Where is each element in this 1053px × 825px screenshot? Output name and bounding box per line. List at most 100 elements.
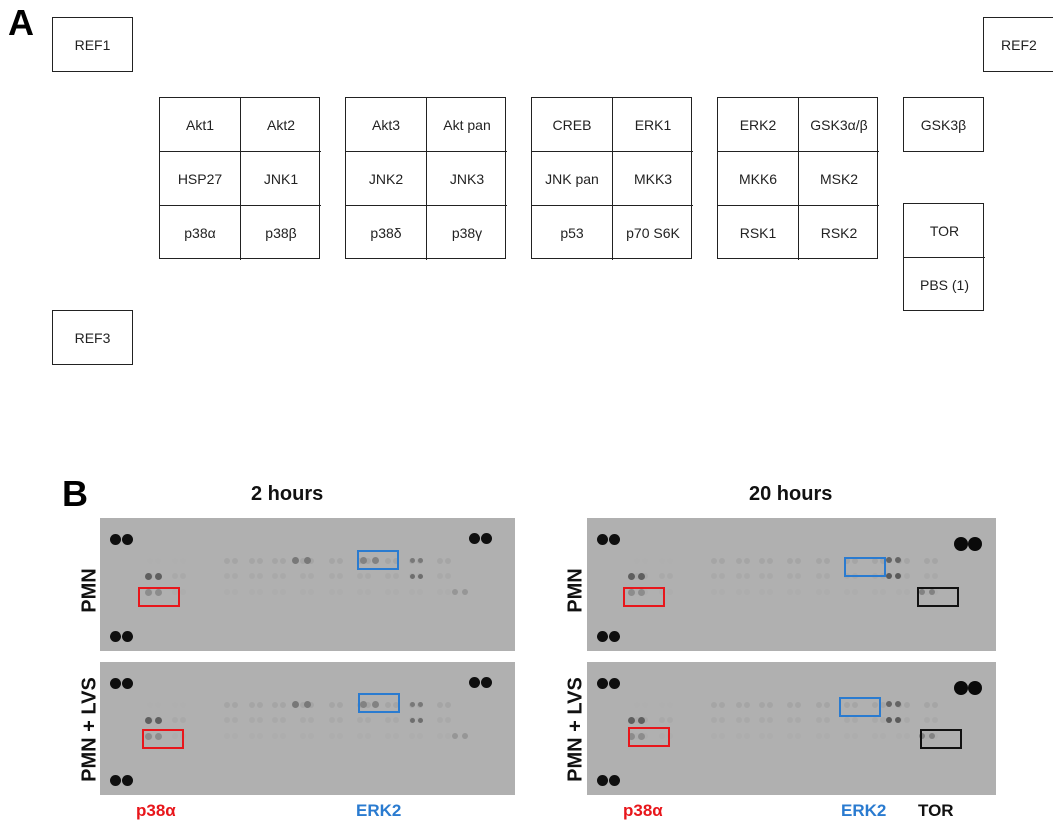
blot-spot [393, 733, 399, 739]
blot-spot [480, 532, 492, 544]
blot-spot [121, 533, 133, 545]
blot-spot [329, 589, 335, 595]
blot-spot [365, 717, 371, 723]
blot-spot [393, 589, 399, 595]
blot-spot [904, 702, 910, 708]
blot-spot [308, 733, 314, 739]
blot-spot [924, 589, 930, 595]
panel-a-letter: A [8, 2, 34, 43]
blot-spot [337, 558, 343, 564]
blot-spot [462, 733, 468, 739]
blot-spot [257, 717, 263, 723]
blot-spot [280, 558, 286, 564]
blot-spot [795, 589, 801, 595]
blot-spot [172, 573, 178, 579]
cell-akt3: Akt3 [346, 98, 427, 152]
blot-spot [932, 558, 938, 564]
blot-spot [365, 573, 371, 579]
blot-spot [224, 733, 230, 739]
blot-spot [409, 557, 415, 563]
blot-spot [634, 589, 640, 595]
blot-spot [608, 533, 620, 545]
blot-spot [667, 558, 673, 564]
blot-spot [824, 558, 830, 564]
blot-spot [596, 630, 608, 642]
blot-spot [895, 557, 901, 563]
blot-spot [291, 700, 299, 708]
blot-spot [904, 589, 910, 595]
blot-spot [904, 733, 910, 739]
blot-spot [308, 717, 314, 723]
blot-spot [180, 573, 186, 579]
blot-spot [232, 717, 238, 723]
blot-spot [445, 589, 451, 595]
blot-spot [886, 573, 892, 579]
blot-spot [417, 717, 423, 723]
blot-spot [180, 589, 186, 595]
blot-spot [365, 558, 371, 564]
label-p38a-left: p38α [136, 801, 176, 820]
blot-spot [767, 558, 773, 564]
blot-spot [232, 558, 238, 564]
blot-spot [445, 717, 451, 723]
blot-spot [249, 717, 255, 723]
cell-p38-gamma: p38γ [451, 225, 483, 241]
blot-spot [337, 573, 343, 579]
blot-spot [272, 589, 278, 595]
blot-spot [445, 573, 451, 579]
blot-spot [249, 702, 255, 708]
blot-spot [337, 717, 343, 723]
blot-spot [954, 681, 968, 695]
label-erk2-right: ERK2 [841, 801, 887, 820]
blot-spot [954, 537, 968, 551]
blot-spot [627, 732, 635, 740]
blot-spot [257, 573, 263, 579]
blot-spot [880, 558, 886, 564]
blot-spot [329, 702, 335, 708]
highlight-tor-20h-pmn-lvs [920, 729, 962, 749]
cell-akt-pan: Akt pan [427, 98, 507, 152]
cell-jnk2: JNK2 [346, 152, 427, 206]
blot-spot [759, 589, 765, 595]
blot-spot [896, 733, 902, 739]
blot-spot [787, 558, 793, 564]
blot-spot [272, 558, 278, 564]
blot-spot [608, 677, 620, 689]
blot-spot [736, 573, 742, 579]
blot-spot [929, 589, 935, 595]
column-title-2-hours: 2 hours [251, 483, 324, 505]
blot-spot [180, 717, 186, 723]
blot-spot [144, 716, 152, 724]
highlight-p38a-2h-pmn-lvs [142, 729, 184, 749]
highlight-tor-20h-pmn [917, 587, 959, 607]
blot-spot [393, 573, 399, 579]
blot-spot [852, 733, 858, 739]
blot-spot [462, 589, 468, 595]
blot-spot [437, 702, 443, 708]
blot-spot [711, 573, 717, 579]
blot-spot [667, 589, 673, 595]
blot-spot [904, 558, 910, 564]
blot-spot [409, 589, 415, 595]
cell-erk2: ERK2 [718, 98, 799, 152]
blot-spot [365, 589, 371, 595]
cell-mkk6: MKK6 [718, 152, 799, 206]
highlight-erk2-2h-pmn-lvs [358, 693, 400, 713]
cell-rsk1: RSK1 [718, 206, 799, 260]
blot-spot [634, 573, 640, 579]
blot-spot [719, 558, 725, 564]
blot-spot [224, 558, 230, 564]
blot-spot [844, 558, 850, 564]
blot-spot [932, 573, 938, 579]
blot-spot [637, 732, 645, 740]
array-group-1: Akt1 Akt2 HSP27 JNK1 p38α p38β [159, 97, 321, 260]
blot-spot [393, 558, 399, 564]
blot-spot [924, 558, 930, 564]
blot-spot [445, 702, 451, 708]
blot-spot [787, 733, 793, 739]
blot-spot [357, 717, 363, 723]
blot-spot [257, 702, 263, 708]
blot-spot [409, 717, 415, 723]
blot-spot [787, 717, 793, 723]
blot-spot [904, 573, 910, 579]
